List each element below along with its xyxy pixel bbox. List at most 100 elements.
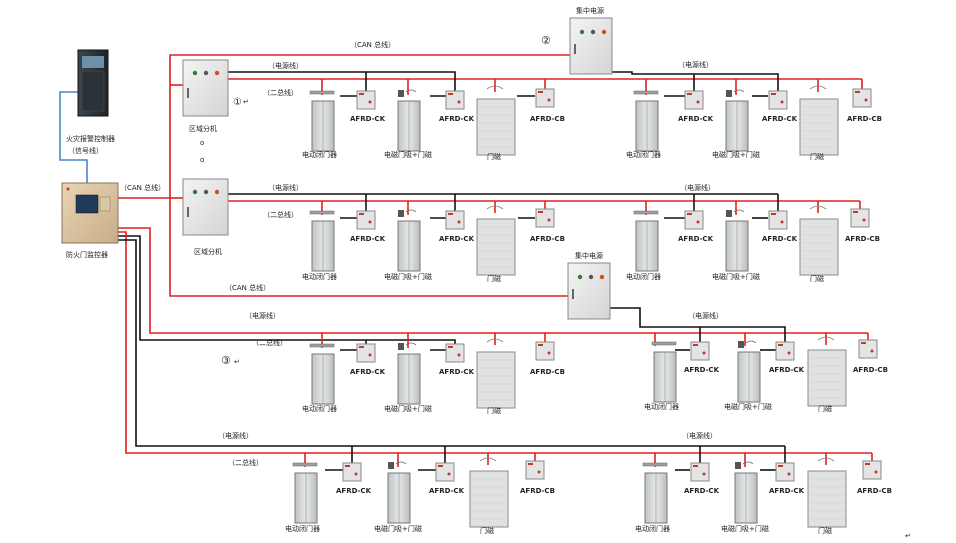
module-brand-mark <box>538 344 543 346</box>
splitter-lamp <box>214 189 220 195</box>
module-brand-mark <box>448 346 453 348</box>
module-brand-mark <box>853 211 858 213</box>
module-led <box>547 351 551 355</box>
afrd-cb-label: AFRD-CB <box>853 366 888 374</box>
module-led <box>696 220 700 224</box>
module-led <box>696 100 700 104</box>
door-sensor-icon <box>809 85 827 90</box>
power-lamp <box>599 274 605 280</box>
afrd-module <box>775 462 795 482</box>
monitor-indicator <box>66 187 70 191</box>
door-sensor-icon <box>817 457 835 462</box>
door-closer-arm <box>642 462 668 467</box>
afrd-module <box>690 341 710 361</box>
power-line-label: （电源线） <box>218 431 253 440</box>
electric-closer-label: 电动闭门器 <box>626 272 661 281</box>
em-holder-icon <box>726 90 732 97</box>
afrd-ck-label: AFRD-CK <box>439 235 475 243</box>
module-brand-mark <box>448 93 453 95</box>
afrd-ck-label: AFRD-CK <box>350 368 386 376</box>
splitter-lamp <box>203 189 209 195</box>
can-bus-label-top: （CAN 总线） <box>350 40 395 49</box>
power-handle <box>574 44 576 54</box>
power-box <box>569 17 613 75</box>
module-brand-mark <box>538 211 543 213</box>
power-lamp <box>588 274 594 280</box>
splitter-handle <box>187 88 189 98</box>
central-power-supply-top: 集中电源 ② <box>541 6 613 75</box>
afrd-module <box>445 90 465 110</box>
afrd-module <box>535 208 555 228</box>
can-bus-label-middle: （CAN 总线） <box>120 183 165 192</box>
door-sensor-icon <box>817 336 835 341</box>
afrd-module <box>768 210 788 230</box>
region-splitter-1: 区域分机 ① ↵ <box>182 59 249 133</box>
row1-bus-line <box>228 71 456 92</box>
em-holder-label: 电磁门吸+门磁 <box>384 150 432 159</box>
module-led <box>702 472 706 476</box>
em-holder-icon <box>398 90 404 97</box>
row3-bus-line <box>320 339 456 346</box>
module-led <box>702 351 706 355</box>
row4-power-feed <box>118 231 872 454</box>
afrd-module <box>850 208 870 228</box>
em-holder-label: 电磁门吸+门磁 <box>384 272 432 281</box>
two-bus-label: （二总线） <box>252 338 287 347</box>
module-led <box>862 218 866 222</box>
row3-power-feed <box>118 227 868 334</box>
power-line-label: （电源线） <box>268 183 303 192</box>
electric-closer-label: 电动闭门器 <box>644 402 679 411</box>
splitter-handle <box>187 207 189 217</box>
afrd-cb-label: AFRD-CB <box>845 235 880 243</box>
module-brand-mark <box>528 463 533 465</box>
marker-3: ③ <box>221 354 231 367</box>
can-bus-label-lower: （CAN 总线） <box>225 283 270 292</box>
afrd-module <box>684 210 704 230</box>
door-sensor-label: 门磁 <box>487 406 501 415</box>
module-brand-mark <box>771 213 776 215</box>
module-led <box>780 100 784 104</box>
return-mark: ↵ <box>234 358 240 366</box>
door-sensor-label: 门磁 <box>480 526 494 535</box>
afrd-ck-label: AFRD-CK <box>769 366 805 374</box>
afrd-ck-label: AFRD-CK <box>762 115 798 123</box>
door-sensor-icon <box>742 461 754 465</box>
steel-door <box>799 98 839 156</box>
afrd-ck-label: AFRD-CK <box>678 235 714 243</box>
monitor-screen <box>75 194 99 214</box>
module-brand-mark <box>693 344 698 346</box>
afrd-ck-label: AFRD-CK <box>350 115 386 123</box>
signal-line-label: （信号线） <box>68 146 103 155</box>
afrd-ck-label: AFRD-CK <box>762 235 798 243</box>
electric-closer-label: 电动闭门器 <box>635 524 670 533</box>
door-sensor-icon <box>733 209 745 213</box>
module-brand-mark <box>865 463 870 465</box>
power-line-label: （电源线） <box>682 431 717 440</box>
cabinet-panel <box>82 56 104 68</box>
module-brand-mark <box>693 465 698 467</box>
em-holder-label: 电磁门吸+门磁 <box>721 524 769 533</box>
em-holder-label: 电磁门吸+门磁 <box>374 524 422 533</box>
region-splitter-label: 区域分机 <box>189 124 217 133</box>
em-holder-label: 电磁门吸+门磁 <box>384 404 432 413</box>
em-holder-icon <box>726 210 732 217</box>
continuation-dot: o <box>200 156 204 164</box>
can-bus-wire-upper <box>118 54 570 199</box>
row3-central-power-bus <box>610 307 786 346</box>
steel-door <box>469 470 509 528</box>
afrd-module <box>435 462 455 482</box>
em-holder-icon <box>398 210 404 217</box>
line-labels: （电源线） （电源线） （二总线） （电源线） （电源线） （二总线） （电源线… <box>218 60 723 467</box>
module-led <box>354 472 358 476</box>
afrd-ck-label: AFRD-CK <box>439 115 475 123</box>
power-line-label: （电源线） <box>268 61 303 70</box>
afrd-module <box>775 341 795 361</box>
em-holder-icon <box>398 343 404 350</box>
power-lamp <box>590 29 596 35</box>
door-sensor-icon <box>405 209 417 213</box>
em-holder-icon <box>738 341 744 348</box>
power-lamp <box>579 29 585 35</box>
power-line-label: （电源线） <box>680 183 715 192</box>
